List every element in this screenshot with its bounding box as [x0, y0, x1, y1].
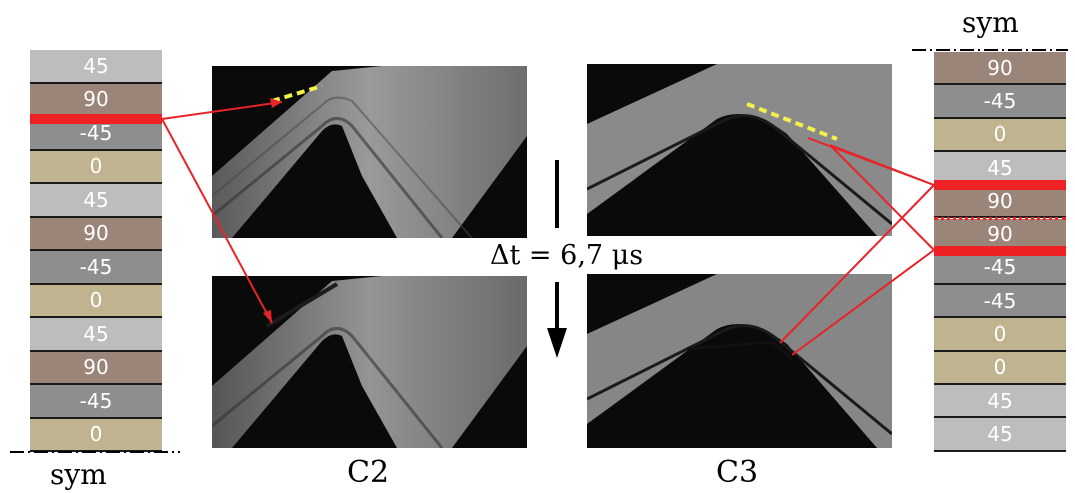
ply-1: 90 [30, 83, 162, 117]
c2-before-image [212, 66, 527, 238]
ply-2: 0 [934, 118, 1066, 152]
ply-0: 90 [934, 52, 1066, 86]
ply-11: 0 [30, 418, 162, 452]
c3-after-panel [587, 274, 892, 448]
ply-4: 45 [30, 184, 162, 218]
caption-c2: C2 [347, 455, 390, 490]
c3-before-image [587, 64, 892, 236]
ply-10: -45 [30, 385, 162, 419]
ply-9: 0 [934, 351, 1066, 385]
ply-8: 45 [30, 318, 162, 352]
ply-0: 45 [30, 50, 162, 84]
ply-9: 90 [30, 351, 162, 385]
c3-after-image [587, 274, 892, 448]
time-delta-label: Δt = 6,7 μs [490, 240, 644, 271]
ply-1: -45 [934, 85, 1066, 119]
ply-3: 45 [934, 151, 1066, 186]
ply-7: -45 [934, 285, 1066, 319]
c2-after-image [212, 276, 527, 448]
ply-8: 0 [934, 318, 1066, 352]
midplane-dotted-line [934, 217, 1066, 220]
ply-6: -45 [934, 251, 1066, 286]
caption-c3: C3 [716, 455, 759, 490]
ply-4: 90 [934, 185, 1066, 219]
ply-10: 45 [934, 385, 1066, 419]
time-arrow-head [547, 328, 567, 358]
failure-ply-highlight [934, 180, 1066, 190]
failure-ply-highlight [30, 114, 162, 124]
ply-6: -45 [30, 251, 162, 285]
ply-3: 0 [30, 150, 162, 184]
c3-before-panel [587, 64, 892, 236]
right-sym-label: sym [962, 6, 1019, 39]
c2-before-panel [212, 66, 527, 238]
ply-5: 90 [30, 217, 162, 251]
ply-11: 45 [934, 418, 1066, 452]
c2-after-panel [212, 276, 527, 448]
left-sym-label: sym [50, 458, 107, 491]
failure-ply-highlight [934, 246, 1066, 256]
ply-7: 0 [30, 284, 162, 318]
